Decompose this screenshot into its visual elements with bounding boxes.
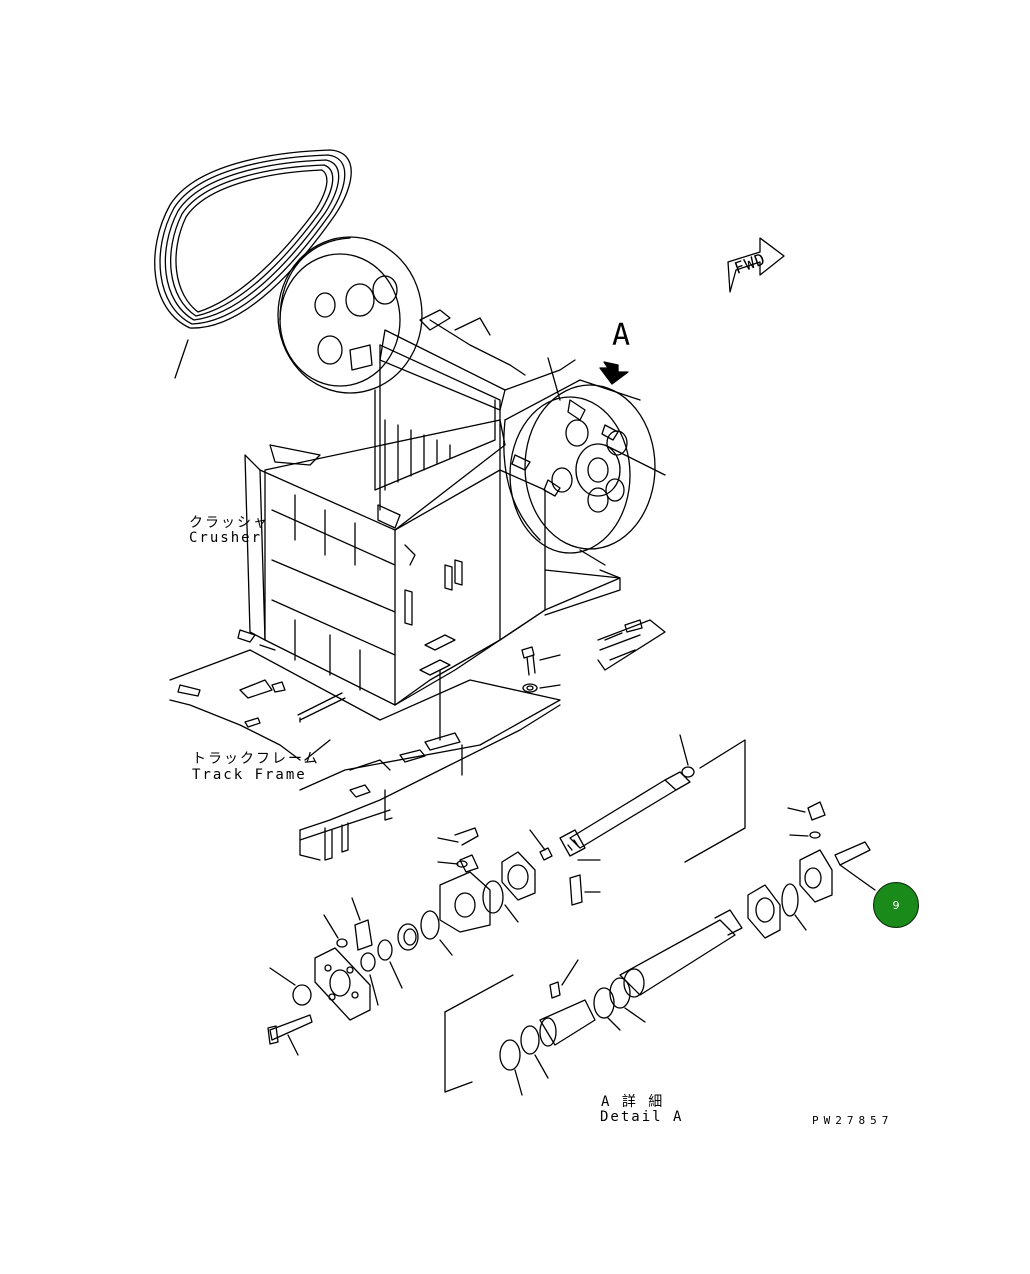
v-belt xyxy=(154,149,352,329)
detail-a-bracket xyxy=(444,739,746,1093)
detail-a-label-en: Detail A xyxy=(600,1109,684,1125)
part-callout-9[interactable]: 9 xyxy=(873,882,919,928)
frame-bolt xyxy=(521,646,561,693)
leader-line xyxy=(174,339,189,379)
right-bearing-housing xyxy=(747,801,876,939)
detail-a-label-ja: A 詳 細 xyxy=(601,1094,665,1110)
crusher-label-en: Crusher xyxy=(189,530,263,546)
crusher-label-ja: クラッシャ xyxy=(189,515,269,531)
crusher-body xyxy=(244,309,621,706)
leader-line xyxy=(547,357,561,401)
drawing-number: PW27857 xyxy=(812,1114,894,1127)
shaft xyxy=(529,734,695,861)
track-frame-label-ja: トラックフレーム xyxy=(192,751,320,767)
view-a-label: A xyxy=(612,318,631,353)
callout-number: 9 xyxy=(892,898,900,912)
rear-flywheel xyxy=(277,236,423,394)
sleeve-shaft xyxy=(499,909,743,1096)
track-frame-label-en: Track Frame xyxy=(192,767,307,783)
flange-plate xyxy=(267,897,419,1056)
leader-line xyxy=(604,444,666,476)
fwd-arrow xyxy=(727,237,785,293)
front-flywheel xyxy=(503,379,656,554)
left-bearing-housing xyxy=(420,827,601,956)
view-a-arrow xyxy=(599,361,629,385)
leader-line xyxy=(304,739,331,761)
track-frame xyxy=(169,619,666,861)
